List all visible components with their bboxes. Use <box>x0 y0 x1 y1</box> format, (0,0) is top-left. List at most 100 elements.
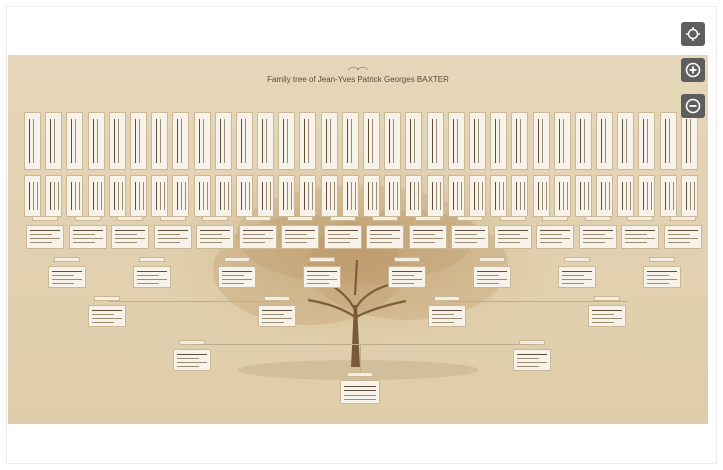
ancestor-detail-card[interactable] <box>363 175 380 217</box>
ancestor-name-card[interactable] <box>384 112 402 170</box>
ancestor-name-card[interactable] <box>193 112 211 170</box>
generation-4-card[interactable] <box>238 225 277 249</box>
generation-2-card[interactable] <box>258 305 296 327</box>
generation-3-card[interactable] <box>133 266 171 288</box>
ancestor-detail-card[interactable] <box>214 175 232 217</box>
generation-3-card[interactable] <box>643 266 681 288</box>
generation-4-card[interactable] <box>26 225 64 249</box>
ancestor-name-card[interactable] <box>659 112 677 170</box>
ancestor-detail-card[interactable] <box>553 175 571 217</box>
zoom-out-button[interactable] <box>681 94 705 118</box>
ancestor-name-card[interactable] <box>24 112 41 170</box>
ancestor-name-card[interactable] <box>426 112 444 170</box>
generation-3-card[interactable] <box>303 266 341 288</box>
ancestor-name-card[interactable] <box>320 112 338 170</box>
ancestor-name-card[interactable] <box>235 112 253 170</box>
generation-4-tag <box>457 216 483 221</box>
ancestor-detail-card[interactable] <box>638 175 656 217</box>
ancestor-detail-card[interactable] <box>87 175 105 217</box>
ancestor-name-card[interactable] <box>574 112 592 170</box>
generation-3-card[interactable] <box>558 266 596 288</box>
generation-3-card[interactable] <box>473 266 511 288</box>
ancestor-name-card[interactable] <box>151 112 169 170</box>
generation-4-card[interactable] <box>281 225 319 249</box>
generation-4-card[interactable] <box>196 225 234 249</box>
ancestor-name-card[interactable] <box>405 112 423 170</box>
ancestor-name-card[interactable] <box>299 112 317 170</box>
ancestor-detail-card[interactable] <box>680 175 698 217</box>
ancestor-detail-card[interactable] <box>574 175 592 217</box>
ancestor-detail-card[interactable] <box>532 175 550 217</box>
generation-4-card[interactable] <box>111 225 149 249</box>
ancestor-detail-card[interactable] <box>257 175 275 217</box>
generation-4-card[interactable] <box>663 225 702 249</box>
ancestor-name-card[interactable] <box>108 112 126 170</box>
ancestor-detail-card[interactable] <box>426 175 444 217</box>
generation-4-card[interactable] <box>366 225 404 249</box>
ancestor-detail-card[interactable] <box>617 175 635 217</box>
generation-4-card[interactable] <box>153 225 192 249</box>
root-person-card[interactable] <box>340 380 380 404</box>
generation-4-card[interactable] <box>621 225 659 249</box>
generation-2-card[interactable] <box>428 305 466 327</box>
parent-card[interactable] <box>173 349 211 371</box>
ancestor-name-card[interactable] <box>172 112 190 170</box>
ancestor-detail-card[interactable] <box>468 175 486 217</box>
ancestor-detail-card[interactable] <box>341 175 359 217</box>
generation-2-card[interactable] <box>88 305 126 327</box>
ancestor-detail-card[interactable] <box>235 175 253 217</box>
ancestor-detail-card[interactable] <box>320 175 338 217</box>
ancestor-detail-card[interactable] <box>447 175 465 217</box>
generation-4-card[interactable] <box>451 225 489 249</box>
generation-3-card[interactable] <box>48 266 86 288</box>
ancestor-name-card[interactable] <box>511 112 529 170</box>
generation-4-card[interactable] <box>408 225 447 249</box>
ancestor-name-card[interactable] <box>257 112 275 170</box>
generation-4-card[interactable] <box>536 225 574 249</box>
ancestor-name-card[interactable] <box>638 112 656 170</box>
zoom-in-button[interactable] <box>681 58 705 82</box>
ancestor-detail-card[interactable] <box>193 175 211 217</box>
ancestor-detail-card[interactable] <box>66 175 84 217</box>
parent-card[interactable] <box>513 349 551 371</box>
ancestor-name-card[interactable] <box>66 112 84 170</box>
ancestor-name-card[interactable] <box>617 112 635 170</box>
ancestor-detail-card[interactable] <box>108 175 126 217</box>
ancestor-detail-card[interactable] <box>278 175 296 217</box>
ancestor-name-card[interactable] <box>468 112 486 170</box>
ancestor-detail-card[interactable] <box>24 175 41 217</box>
ancestor-detail-card[interactable] <box>299 175 317 217</box>
ancestor-detail-card[interactable] <box>405 175 423 217</box>
generation-3-card[interactable] <box>218 266 256 288</box>
ancestor-name-card[interactable] <box>341 112 359 170</box>
ancestor-detail-card[interactable] <box>151 175 169 217</box>
ancestor-name-card[interactable] <box>490 112 508 170</box>
generation-4-card[interactable] <box>578 225 617 249</box>
generation-3-card[interactable] <box>388 266 426 288</box>
center-button[interactable] <box>681 22 705 46</box>
generation-4-card[interactable] <box>323 225 362 249</box>
ancestor-name-card[interactable] <box>278 112 296 170</box>
ancestor-name-card[interactable] <box>45 112 63 170</box>
ancestor-name-card[interactable] <box>596 112 614 170</box>
generation-2-card[interactable] <box>588 305 626 327</box>
ancestor-detail-card[interactable] <box>511 175 529 217</box>
ancestor-detail-card[interactable] <box>659 175 677 217</box>
ancestor-name-card[interactable] <box>680 112 698 170</box>
ancestor-name-card[interactable] <box>214 112 232 170</box>
ancestor-detail-card[interactable] <box>129 175 147 217</box>
ancestor-detail-card[interactable] <box>45 175 63 217</box>
ancestor-name-card[interactable] <box>553 112 571 170</box>
ancestor-name-card[interactable] <box>532 112 550 170</box>
generation-4-card[interactable] <box>68 225 107 249</box>
ancestor-name-card[interactable] <box>87 112 105 170</box>
generation-4-card[interactable] <box>493 225 532 249</box>
ancestor-detail-card[interactable] <box>490 175 508 217</box>
ancestor-name-card[interactable] <box>447 112 465 170</box>
ancestor-detail-card[interactable] <box>596 175 614 217</box>
ancestor-name-card[interactable] <box>129 112 147 170</box>
ancestor-name-card[interactable] <box>363 112 380 170</box>
family-tree-canvas[interactable]: Family tree of Jean-Yves Patrick Georges… <box>8 55 708 424</box>
ancestor-detail-card[interactable] <box>384 175 402 217</box>
ancestor-detail-card[interactable] <box>172 175 190 217</box>
